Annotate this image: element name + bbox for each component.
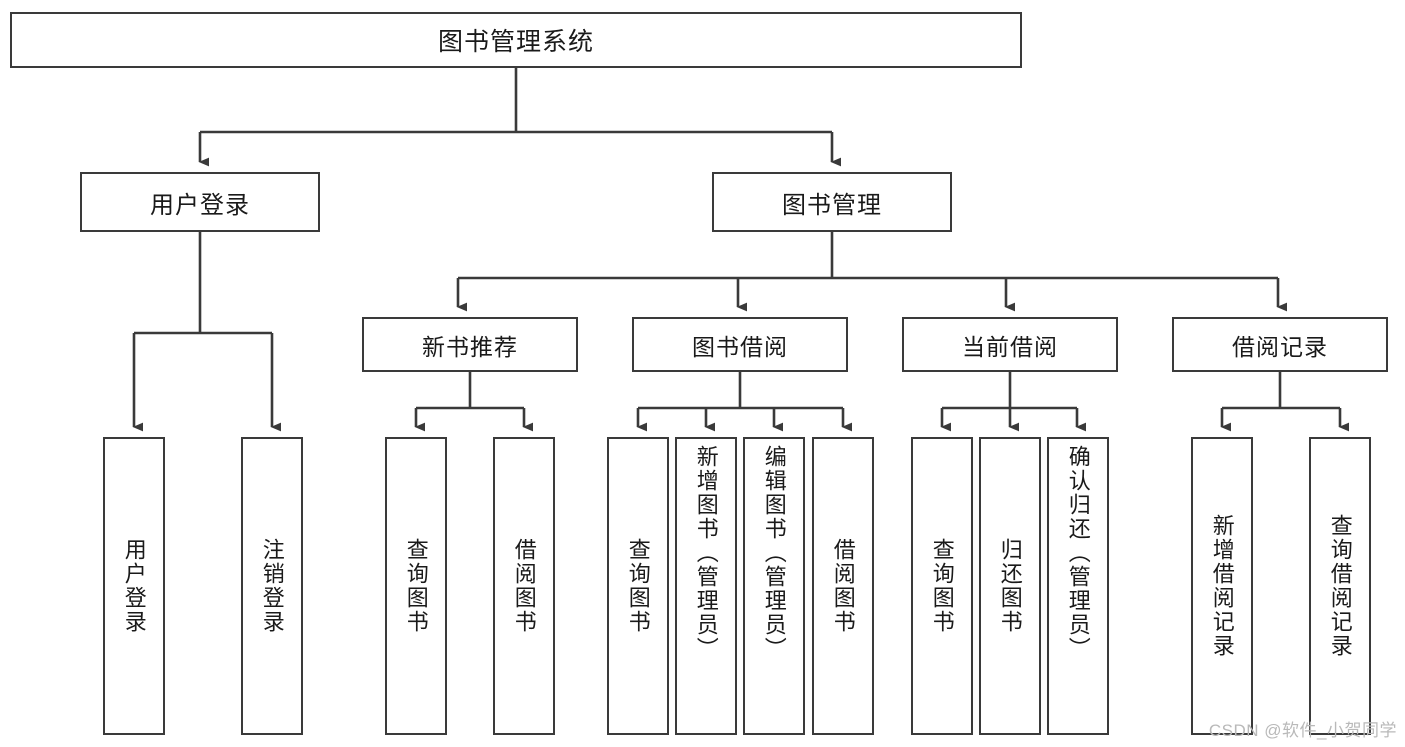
node-new-book-recommend[interactable]: 新书推荐 xyxy=(362,317,578,372)
leaf-label: 归还图书 xyxy=(997,538,1023,634)
leaf-label: 查询图书 xyxy=(625,538,651,634)
leaf-inner: 新增借阅记录 xyxy=(1193,439,1251,733)
node-label: 借阅记录 xyxy=(1232,333,1328,360)
leaf-label: 查询图书 xyxy=(403,538,429,634)
leaf-logout[interactable]: 注销登录 xyxy=(241,437,303,735)
node-label: 新书推荐 xyxy=(422,333,518,360)
leaf-label: 查询图书 xyxy=(929,538,955,634)
node-root-system[interactable]: 图书管理系统 xyxy=(10,12,1022,68)
leaf-user-login[interactable]: 用户登录 xyxy=(103,437,165,735)
leaf-label: 借阅图书 xyxy=(511,538,537,634)
node-label: 当前借阅 xyxy=(962,333,1058,360)
leaf-inner: 查询图书 xyxy=(609,439,667,733)
leaf-inner: 查询图书 xyxy=(913,439,971,733)
leaf-inner: 借阅图书 xyxy=(814,439,872,733)
leaf-inner: 查询图书 xyxy=(387,439,445,733)
leaf-label: 借阅图书 xyxy=(830,538,856,634)
node-user-login[interactable]: 用户登录 xyxy=(80,172,320,232)
leaf-add-borrow-record[interactable]: 新增借阅记录 xyxy=(1191,437,1253,735)
leaf-inner: 归还图书 xyxy=(981,439,1039,733)
leaf-confirm-return-admin[interactable]: 确认归还（管理员） xyxy=(1047,437,1109,735)
node-book-management[interactable]: 图书管理 xyxy=(712,172,952,232)
leaf-query-borrow-record[interactable]: 查询借阅记录 xyxy=(1309,437,1371,735)
leaf-label: 注销登录 xyxy=(259,538,285,634)
leaf-label: 新增借阅记录 xyxy=(1209,514,1235,658)
leaf-inner: 编辑图书（管理员） xyxy=(745,439,803,739)
node-current-borrow[interactable]: 当前借阅 xyxy=(902,317,1118,372)
leaf-label: 新增图书（管理员） xyxy=(693,445,719,661)
leaf-inner: 确认归还（管理员） xyxy=(1049,439,1107,739)
leaf-inner: 用户登录 xyxy=(105,439,163,733)
leaf-label: 查询借阅记录 xyxy=(1327,514,1353,658)
leaf-inner: 查询借阅记录 xyxy=(1311,439,1369,733)
node-borrow-record[interactable]: 借阅记录 xyxy=(1172,317,1388,372)
csdn-watermark: CSDN @软件_小贺同学 xyxy=(1208,721,1397,740)
leaf-edit-book-admin[interactable]: 编辑图书（管理员） xyxy=(743,437,805,735)
leaf-query-book-current[interactable]: 查询图书 xyxy=(911,437,973,735)
leaf-inner: 新增图书（管理员） xyxy=(677,439,735,739)
node-label: 图书管理系统 xyxy=(437,28,594,56)
leaf-label: 编辑图书（管理员） xyxy=(761,445,787,661)
leaf-label: 用户登录 xyxy=(121,538,147,634)
node-book-borrow[interactable]: 图书借阅 xyxy=(632,317,848,372)
node-label: 图书管理 xyxy=(782,191,882,219)
leaf-query-book-recommend[interactable]: 查询图书 xyxy=(385,437,447,735)
leaf-inner: 注销登录 xyxy=(243,439,301,733)
node-label: 图书借阅 xyxy=(692,333,788,360)
leaf-query-book-borrow[interactable]: 查询图书 xyxy=(607,437,669,735)
leaf-label: 确认归还（管理员） xyxy=(1065,445,1091,661)
leaf-inner: 借阅图书 xyxy=(495,439,553,733)
leaf-add-book-admin[interactable]: 新增图书（管理员） xyxy=(675,437,737,735)
leaf-borrow-book[interactable]: 借阅图书 xyxy=(812,437,874,735)
node-label: 用户登录 xyxy=(150,191,250,219)
leaf-borrow-book-recommend[interactable]: 借阅图书 xyxy=(493,437,555,735)
leaf-return-book[interactable]: 归还图书 xyxy=(979,437,1041,735)
